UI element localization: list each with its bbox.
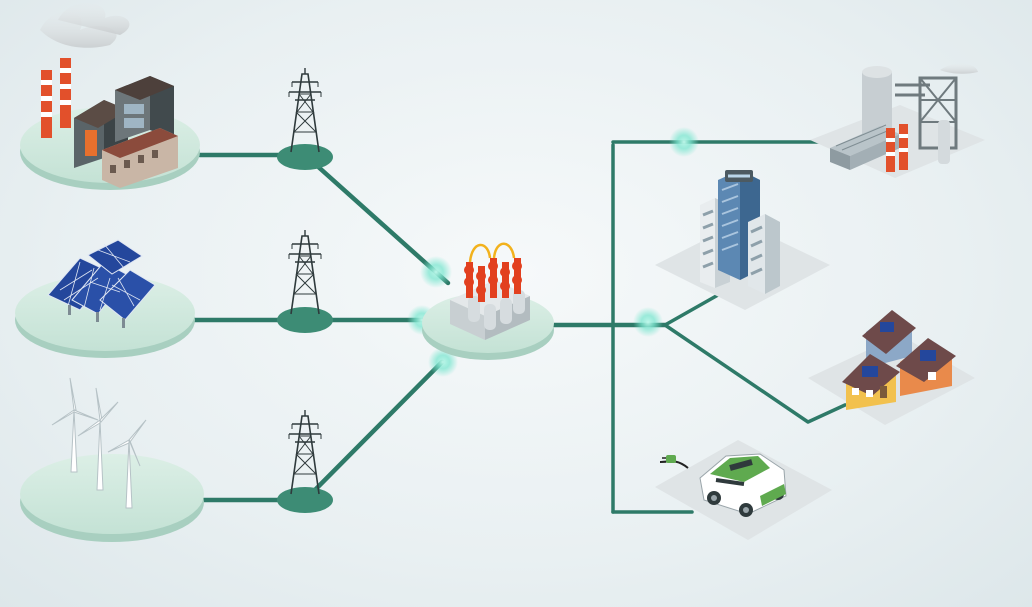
pulse-dot xyxy=(633,307,663,337)
skyscraper-icon xyxy=(700,170,780,294)
residential-houses xyxy=(808,310,975,425)
solar-farm xyxy=(15,239,195,358)
transmission-tower-icon xyxy=(288,409,322,495)
electric-vehicle xyxy=(655,440,832,540)
house-icon xyxy=(842,310,956,410)
transmission-tower-3 xyxy=(277,409,333,513)
factory-icon xyxy=(40,2,178,188)
line-to-office xyxy=(663,293,720,327)
line-to-houses xyxy=(663,323,847,424)
office-buildings xyxy=(655,170,830,310)
industrial-plant xyxy=(810,63,985,178)
ev-car-icon xyxy=(659,453,787,517)
line-tower3-substation xyxy=(302,359,445,503)
industry-icon xyxy=(830,63,978,172)
energy-pulses xyxy=(407,127,699,377)
coal-power-plant xyxy=(20,2,200,190)
transmission-tower-icon xyxy=(288,67,322,153)
transformer-icon xyxy=(450,242,530,340)
transmission-tower-icon xyxy=(288,229,322,315)
grid-lines xyxy=(192,140,847,514)
solar-panel-icon xyxy=(47,239,156,328)
transmission-tower-1 xyxy=(277,67,333,170)
substation xyxy=(422,242,554,360)
pulse-dot xyxy=(669,127,699,157)
wind-farm xyxy=(20,377,204,542)
transmission-tower-2 xyxy=(277,229,333,333)
pulse-dot xyxy=(420,256,452,288)
wind-turbine-icon xyxy=(51,377,147,509)
